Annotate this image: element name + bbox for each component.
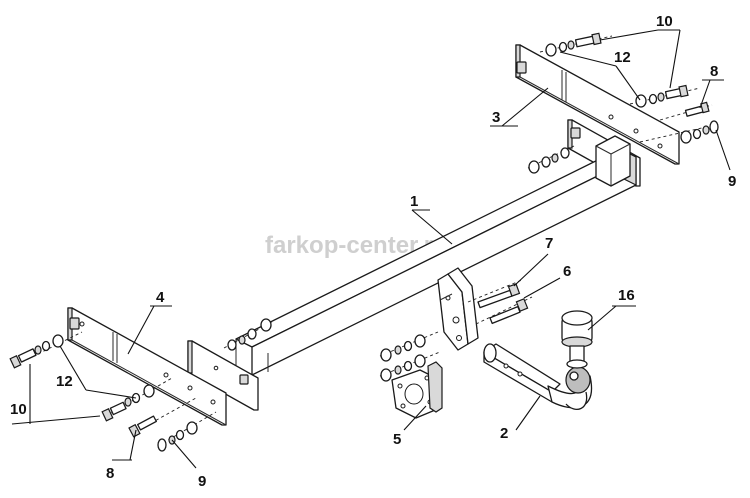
mount-nuts bbox=[379, 331, 441, 382]
left-bracket-side-hardware bbox=[101, 377, 217, 452]
left-bracket-top-hardware bbox=[9, 331, 83, 369]
callout-8-top: 8 bbox=[710, 63, 718, 80]
callout-5: 5 bbox=[393, 431, 401, 448]
main-crossbar bbox=[235, 135, 637, 376]
right-bracket-side-hardware bbox=[629, 84, 719, 144]
callout-8-bottom: 8 bbox=[106, 465, 114, 482]
center-mount-bracket bbox=[437, 267, 479, 351]
mount-bolts bbox=[467, 279, 533, 325]
callout-2: 2 bbox=[500, 425, 508, 442]
right-bracket-top-hardware bbox=[539, 32, 613, 57]
callout-4: 4 bbox=[156, 289, 165, 306]
leader-lines bbox=[11, 29, 731, 469]
callout-9-bottom: 9 bbox=[198, 473, 206, 490]
right-crossbar-nuts bbox=[527, 145, 575, 174]
callouts: 1 2 3 4 5 6 7 8 8 9 9 10 10 12 12 16 bbox=[10, 13, 736, 490]
callout-12-top: 12 bbox=[614, 49, 631, 66]
callout-3: 3 bbox=[492, 109, 500, 126]
callout-9-top: 9 bbox=[728, 173, 736, 190]
callout-1: 1 bbox=[410, 193, 418, 210]
callout-12-bottom: 12 bbox=[56, 373, 73, 390]
left-crossbar-nuts bbox=[223, 318, 273, 351]
socket-plate bbox=[391, 361, 443, 419]
callout-6: 6 bbox=[563, 263, 571, 280]
left-side-bracket bbox=[67, 307, 227, 426]
right-side-bracket bbox=[515, 44, 680, 165]
callout-7: 7 bbox=[545, 235, 553, 252]
callout-10-top: 10 bbox=[656, 13, 673, 30]
tow-ball-neck bbox=[483, 343, 593, 410]
callout-10-bottom: 10 bbox=[10, 401, 27, 418]
tow-ball bbox=[561, 310, 593, 394]
callout-16: 16 bbox=[618, 287, 635, 304]
